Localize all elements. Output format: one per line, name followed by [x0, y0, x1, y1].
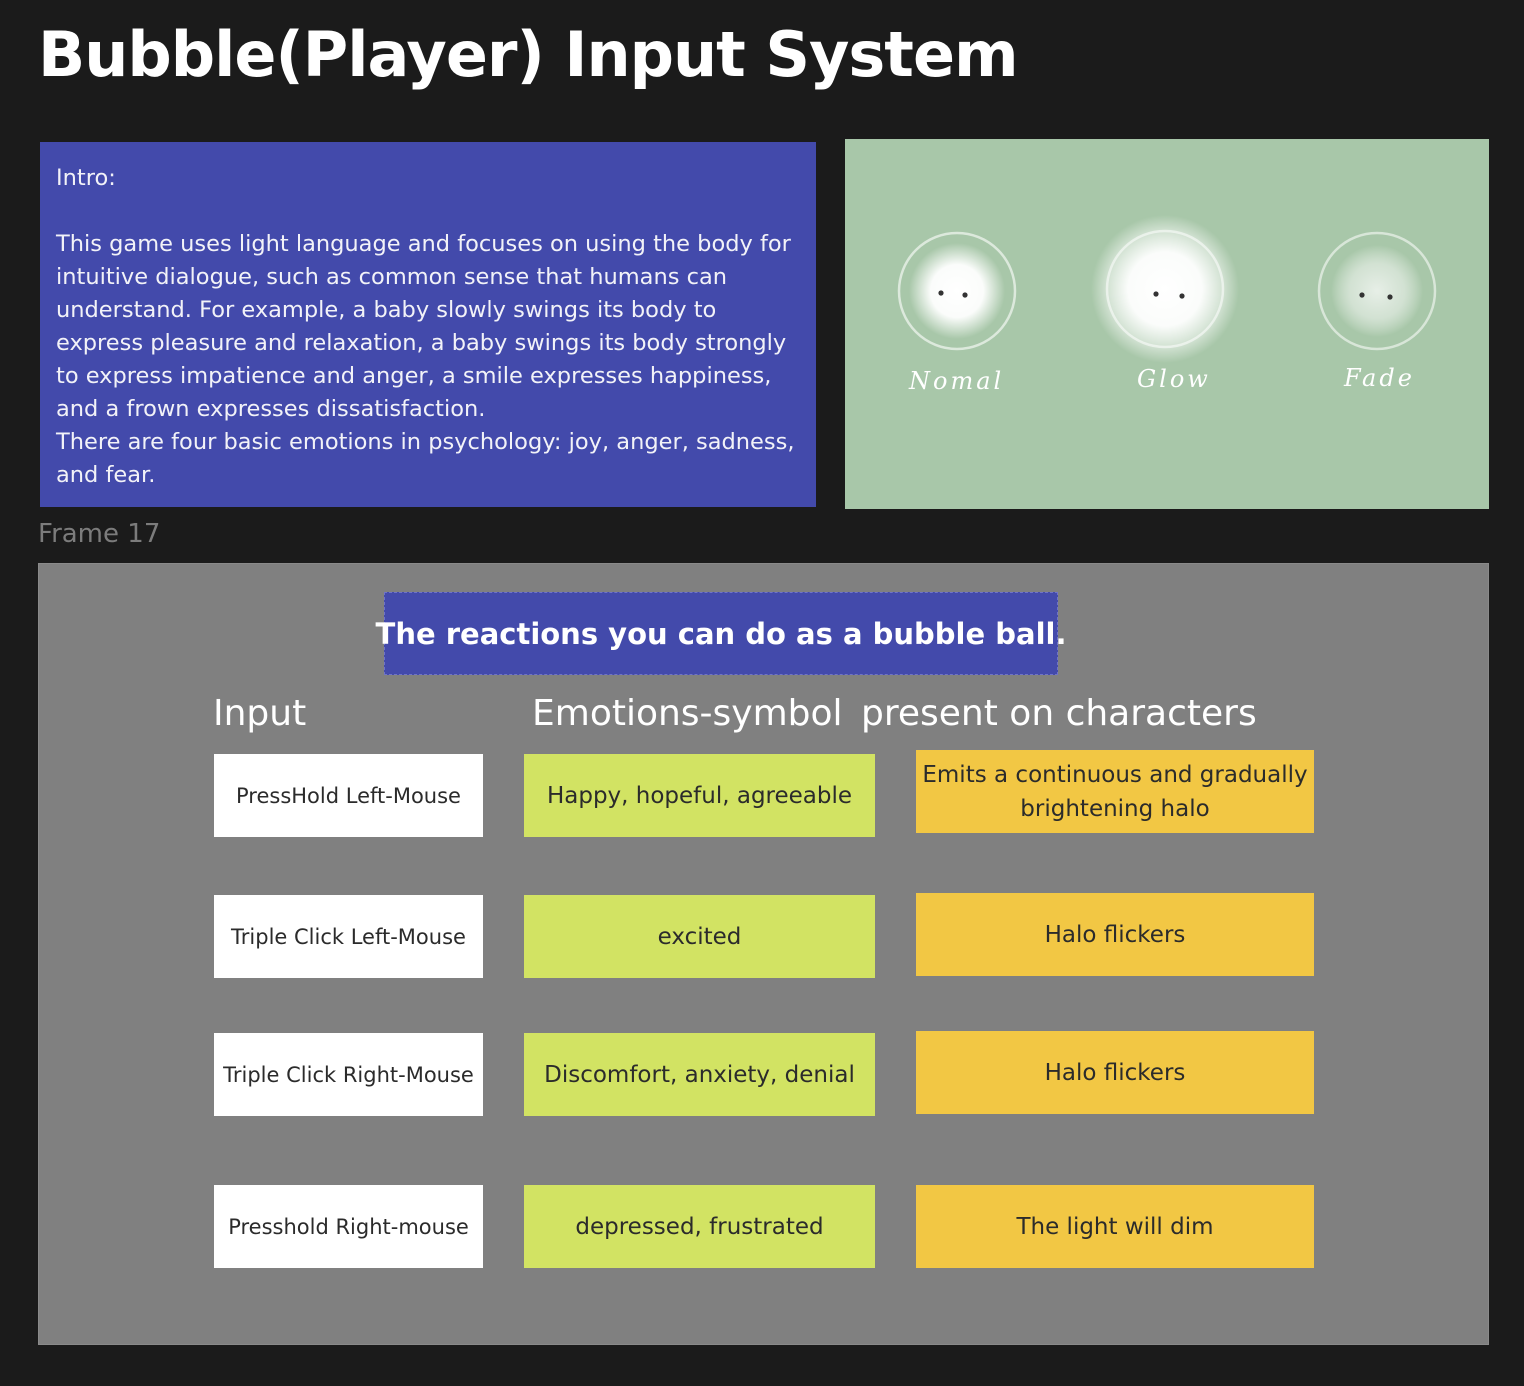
bubble-label-normal: Nomal	[909, 367, 1005, 395]
bubble-glow	[1091, 215, 1239, 363]
bubble-states-image: Nomal Glow Fade	[845, 139, 1489, 509]
page-title: Bubble(Player) Input System	[38, 18, 1019, 91]
input-cell: PressHold Left-Mouse	[214, 754, 483, 837]
column-header-emotion: Emotions-symbol	[532, 693, 843, 734]
intro-label: Intro:	[56, 165, 116, 191]
intro-text: This game uses light language and focuse…	[56, 231, 795, 488]
input-cell: Triple Click Left-Mouse	[214, 895, 483, 978]
column-header-input: Input	[213, 693, 307, 734]
emotion-cell: excited	[524, 895, 875, 978]
emotion-cell: Discomfort, anxiety, denial	[524, 1033, 875, 1116]
bubble-label-fade: Fade	[1344, 364, 1415, 392]
present-cell: Emits a continuous and gradually brighte…	[916, 750, 1314, 833]
frame-label[interactable]: Frame 17	[38, 519, 161, 549]
input-cell: Presshold Right-mouse	[214, 1185, 483, 1268]
bubble-label-glow: Glow	[1137, 365, 1211, 393]
present-cell: Halo flickers	[916, 1031, 1314, 1114]
present-cell: Halo flickers	[916, 893, 1314, 976]
column-header-present: present on characters	[861, 693, 1257, 734]
input-cell: Triple Click Right-Mouse	[214, 1033, 483, 1116]
intro-panel: Intro: This game uses light language and…	[40, 142, 816, 507]
bubble-states-illustration	[897, 215, 1437, 363]
bubble-normal	[897, 231, 1017, 351]
emotion-cell: depressed, frustrated	[524, 1185, 875, 1268]
bubble-fade	[1317, 231, 1437, 351]
reactions-heading: The reactions you can do as a bubble bal…	[376, 592, 1066, 675]
emotion-cell: Happy, hopeful, agreeable	[524, 754, 875, 837]
present-cell: The light will dim	[916, 1185, 1314, 1268]
